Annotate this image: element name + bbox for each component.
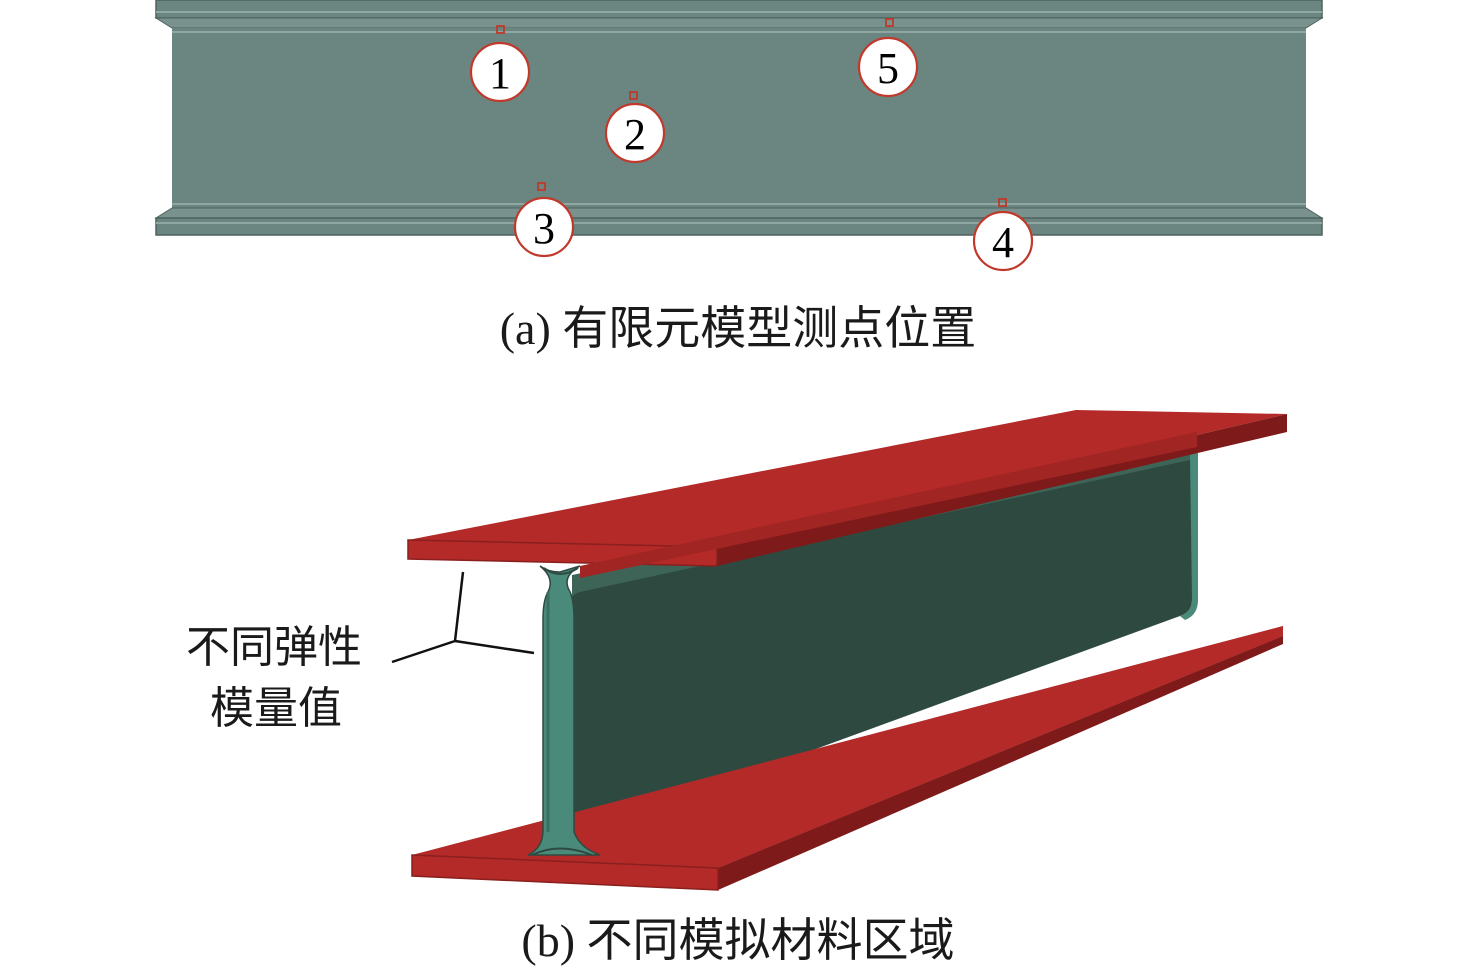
cross-section-fillet-bottom [531,847,593,856]
panel-b-caption: (b) 不同模拟材料区域 [521,915,954,966]
top-fillet [154,17,1324,29]
bottom-fillet [154,207,1324,219]
bottom-flange-side [718,636,1283,890]
point-2-label: 2 [624,110,646,159]
annotation-leaders [391,571,535,664]
measure-point-1: 1 [469,25,531,103]
cross-section-web [527,565,601,856]
top-flange-underside [580,432,1197,578]
measure-point-5: 5 [857,18,919,98]
point-1-label: 1 [489,49,511,98]
panel-a-beam [154,0,1324,236]
bottom-flange-top-surface [412,626,1283,868]
web-back-face [572,448,1192,838]
cross-section-fillet-top [543,567,579,575]
leader-branch [454,639,535,655]
point-4-marker [998,198,1007,207]
point-2-marker [629,91,638,100]
point-4-label: 4 [992,218,1014,267]
top-flange-top [408,410,1287,547]
panel-a-caption: (a) 有限元模型测点位置 [500,303,977,354]
web-right-edge [1180,452,1198,620]
measure-point-3: 3 [513,182,575,258]
point-2-circle [604,102,666,164]
web-face [172,28,1306,208]
bottom-flange-front [411,854,719,891]
panel-b-ibeam [407,410,1287,891]
point-3-marker [537,182,546,191]
point-5-label: 5 [877,44,899,93]
point-4-circle [972,210,1034,272]
leader-line [391,571,465,664]
annotation-line-2: 模量值 [210,683,342,734]
bottom-flange [155,217,1323,236]
top-flange [155,0,1323,19]
point-1-marker [496,25,505,34]
measure-point-4: 4 [972,198,1034,272]
point-5-marker [885,18,894,27]
point-3-label: 3 [533,204,555,253]
point-5-circle [857,36,919,98]
point-1-circle [469,41,531,103]
point-3-circle [513,196,575,258]
measure-point-2: 2 [604,91,666,164]
annotation-line-1: 不同弹性 [186,622,362,673]
